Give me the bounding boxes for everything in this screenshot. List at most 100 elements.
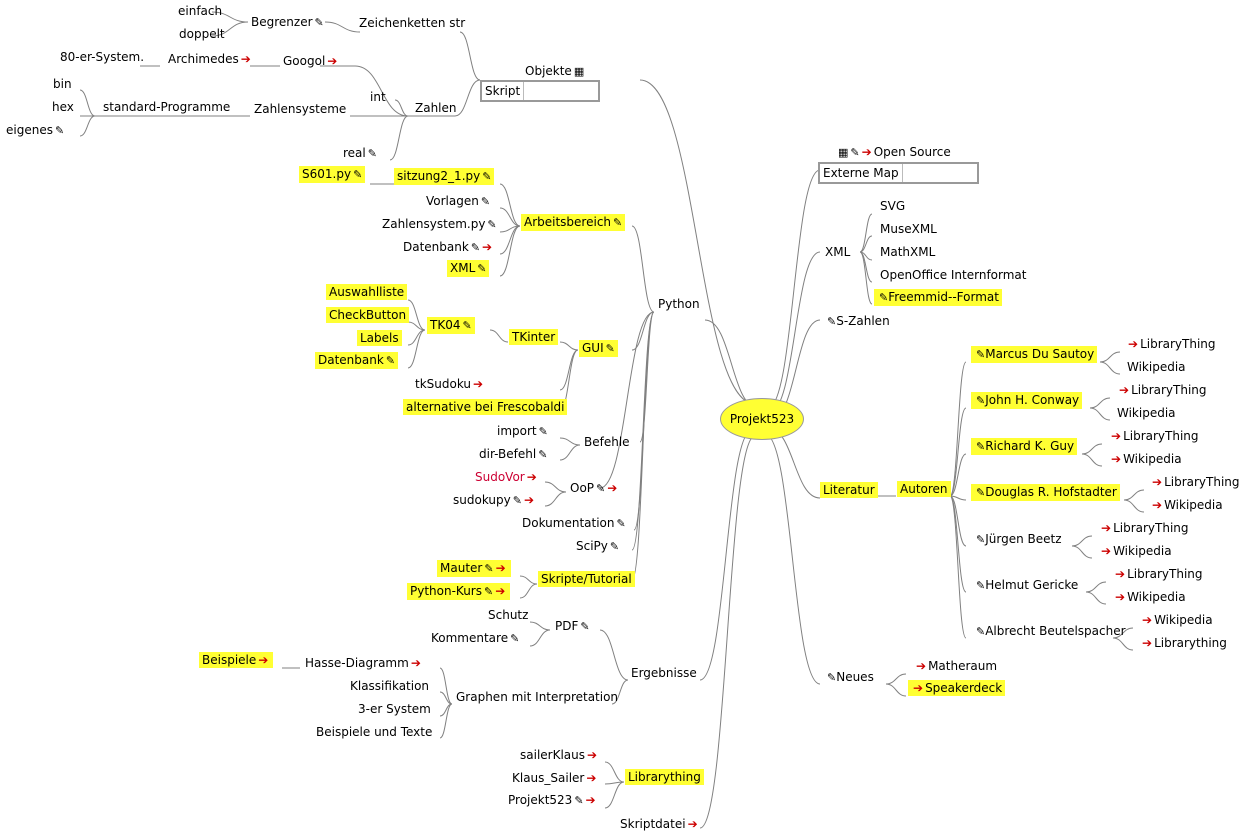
- author-beetz[interactable]: ✎Jürgen Beetz: [976, 532, 1062, 546]
- node-sudokupy[interactable]: sudokupy✎➔: [453, 493, 535, 507]
- edge-line: [1085, 591, 1107, 605]
- node-sudovor[interactable]: SudoVor➔: [475, 470, 537, 484]
- author-hofstadter[interactable]: ✎Douglas R. Hofstadter: [971, 484, 1120, 501]
- link-librarything[interactable]: ➔LibraryThing: [1128, 337, 1216, 351]
- link-librarything[interactable]: ➔LibraryThing: [1115, 567, 1203, 581]
- node-skriptdatei[interactable]: Skriptdatei➔: [620, 817, 698, 831]
- link-librarything[interactable]: ➔LibraryThing: [1101, 521, 1189, 535]
- link-librarything[interactable]: ➔LibraryThing: [1111, 429, 1199, 443]
- node-xml1[interactable]: XML✎: [447, 260, 490, 277]
- node-labels[interactable]: Labels: [357, 330, 402, 346]
- node-zahlensysteme[interactable]: Zahlensysteme: [254, 102, 347, 116]
- node-arbeitsbereich[interactable]: Arbeitsbereich✎: [521, 214, 626, 231]
- opensource-table[interactable]: Externe Map: [818, 162, 979, 184]
- node-hasse[interactable]: Hasse-Diagramm➔: [305, 656, 421, 670]
- node-datenbank2[interactable]: Datenbank✎: [315, 352, 399, 369]
- node-schutz[interactable]: Schutz: [488, 608, 529, 622]
- node-sailerklaus[interactable]: sailerKlaus➔: [520, 748, 598, 762]
- node-dokumentation[interactable]: Dokumentation✎: [522, 516, 626, 530]
- node-tkinter[interactable]: TKinter: [509, 329, 559, 345]
- node-checkbutton[interactable]: CheckButton: [326, 307, 410, 323]
- node-googol[interactable]: Googol➔: [283, 54, 338, 68]
- node-klaussailer[interactable]: Klaus_Sailer➔: [512, 771, 597, 785]
- node-freemmid[interactable]: ✎Freemmid--Format: [874, 289, 1002, 306]
- node-vorlagen[interactable]: Vorlagen✎: [426, 194, 491, 208]
- link-librarything[interactable]: ➔LibraryThing: [1119, 383, 1207, 397]
- edge-line: [499, 183, 521, 227]
- root-node[interactable]: Projekt523: [720, 398, 804, 440]
- node-real[interactable]: real✎: [343, 146, 377, 160]
- node-neues[interactable]: ✎Neues: [827, 670, 874, 684]
- objekte-table[interactable]: Skript: [480, 80, 601, 102]
- node-tksudoku[interactable]: tkSudoku➔: [415, 377, 484, 391]
- node-pythonkurs[interactable]: Python-Kurs✎➔: [407, 583, 511, 600]
- link-wikipedia[interactable]: Wikipedia: [1117, 406, 1176, 420]
- link-librarything[interactable]: ➔LibraryThing: [1152, 475, 1240, 489]
- node-projekt523b[interactable]: Projekt523✎➔: [508, 793, 596, 807]
- link-matheraum[interactable]: ➔Matheraum: [916, 659, 998, 673]
- author-conway[interactable]: ✎John H. Conway: [971, 392, 1083, 409]
- node-80er[interactable]: 80-er-System.: [60, 50, 145, 64]
- author-gericke[interactable]: ✎Helmut Gericke: [976, 578, 1079, 592]
- pencil-icon: ✎: [609, 540, 620, 553]
- link-wikipedia[interactable]: ➔Wikipedia: [1115, 590, 1186, 604]
- node-zahlensystempy[interactable]: Zahlensystem.py✎: [382, 217, 497, 231]
- node-beispiele[interactable]: Beispiele➔: [199, 652, 274, 668]
- pencil-icon: ✎: [976, 440, 986, 453]
- link-librarything[interactable]: ➔Librarything: [1142, 636, 1227, 650]
- node-ergebnisse[interactable]: Ergebnisse: [631, 666, 697, 680]
- node-einfach[interactable]: einfach: [178, 4, 223, 18]
- node-import[interactable]: import✎: [497, 424, 548, 438]
- node-eigenes[interactable]: eigenes✎: [6, 123, 65, 137]
- link-wikipedia[interactable]: ➔Wikipedia: [1152, 498, 1223, 512]
- node-svg[interactable]: SVG: [880, 199, 906, 213]
- node-openoffice[interactable]: OpenOffice Internformat: [880, 268, 1027, 282]
- node-python[interactable]: Python: [658, 297, 700, 311]
- node-auswahlliste[interactable]: Auswahlliste: [326, 284, 408, 300]
- node-zahlen[interactable]: Zahlen: [415, 101, 457, 115]
- node-pdf[interactable]: PDF✎: [555, 619, 590, 633]
- node-befehle[interactable]: Befehle: [584, 435, 630, 449]
- link-speakerdeck[interactable]: ➔Speakerdeck: [908, 680, 1006, 696]
- node-scipy[interactable]: SciPy✎: [576, 539, 620, 553]
- node-begrenzer[interactable]: Begrenzer✎: [251, 15, 324, 29]
- node-zeichenketten[interactable]: Zeichenketten str: [359, 16, 466, 30]
- author-guy[interactable]: ✎Richard K. Guy: [971, 438, 1078, 455]
- node-szahlen[interactable]: ✎S-Zahlen: [827, 314, 890, 328]
- node-graphen[interactable]: Graphen mit Interpretation: [456, 690, 619, 704]
- node-skripte[interactable]: Skripte/Tutorial: [538, 571, 635, 587]
- node-dirbefehl[interactable]: dir-Befehl✎: [479, 447, 548, 461]
- node-klassifikation[interactable]: Klassifikation: [350, 679, 430, 693]
- node-3er[interactable]: 3-er System: [358, 702, 431, 716]
- node-gui[interactable]: GUI✎: [579, 340, 618, 357]
- node-frescobaldi[interactable]: alternative bei Frescobaldi: [403, 399, 568, 415]
- node-beispieletexte[interactable]: Beispiele und Texte: [316, 725, 433, 739]
- node-tk04[interactable]: TK04✎: [427, 317, 475, 334]
- node-bin[interactable]: bin: [53, 77, 72, 91]
- link-wikipedia[interactable]: Wikipedia: [1127, 360, 1186, 374]
- node-hex[interactable]: hex: [52, 100, 74, 114]
- link-wikipedia[interactable]: ➔Wikipedia: [1101, 544, 1172, 558]
- node-mathxml[interactable]: MathXML: [880, 245, 936, 259]
- author-beutelspacher[interactable]: ✎Albrecht Beutelspacher: [976, 624, 1126, 638]
- node-standard[interactable]: standard-Programme: [103, 100, 231, 114]
- node-sitzung[interactable]: sitzung2_1.py✎: [394, 168, 495, 185]
- link-wikipedia[interactable]: ➔Wikipedia: [1142, 613, 1213, 627]
- node-kommentare[interactable]: Kommentare✎: [431, 631, 520, 645]
- node-int[interactable]: int: [370, 90, 386, 104]
- node-oop[interactable]: OoP✎➔: [570, 481, 618, 495]
- node-archimedes[interactable]: Archimedes➔: [168, 52, 251, 66]
- node-musexml[interactable]: MuseXML: [880, 222, 937, 236]
- edge-line: [604, 781, 625, 809]
- node-autoren[interactable]: Autoren: [897, 481, 951, 497]
- node-literatur[interactable]: Literatur: [820, 482, 878, 498]
- opensource-title[interactable]: ▦✎➔Open Source: [838, 145, 951, 159]
- node-datenbank1[interactable]: Datenbank✎➔: [403, 240, 493, 254]
- link-wikipedia[interactable]: ➔Wikipedia: [1111, 452, 1182, 466]
- node-xml[interactable]: XML: [825, 245, 851, 259]
- node-librarything[interactable]: Librarything: [625, 769, 704, 785]
- node-doppelt[interactable]: doppelt: [179, 27, 225, 41]
- author-sautoy[interactable]: ✎Marcus Du Sautoy: [971, 346, 1098, 363]
- node-s601[interactable]: S601.py✎: [299, 166, 366, 183]
- node-mauter[interactable]: Mauter✎➔: [437, 560, 511, 577]
